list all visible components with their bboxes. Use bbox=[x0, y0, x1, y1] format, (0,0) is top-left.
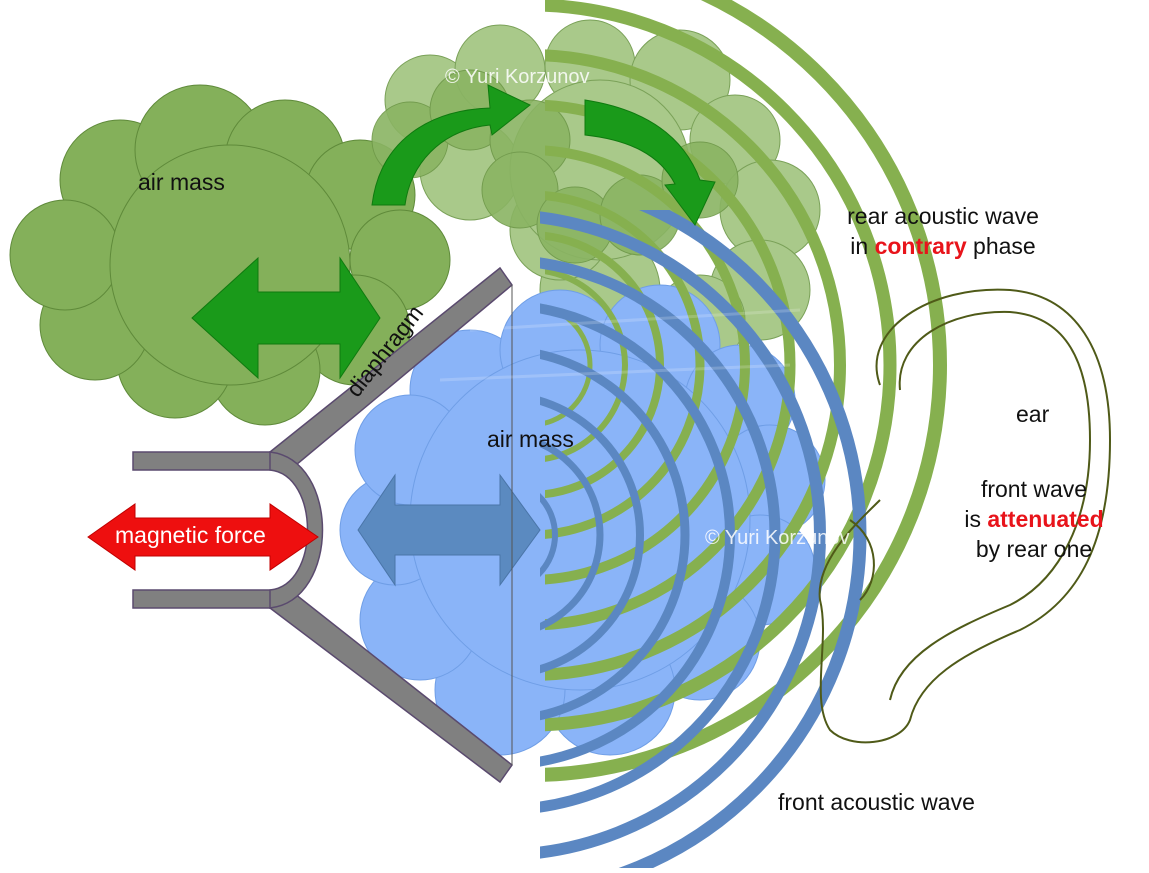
watermark-middle: © Yuri Korzunov bbox=[705, 527, 850, 549]
rear-air-mass-arrow bbox=[191, 256, 381, 380]
rear-air-mass-label: air mass bbox=[138, 169, 225, 195]
rear-air-mass-cloud bbox=[9, 84, 451, 426]
ear-outline bbox=[818, 288, 1112, 744]
front-wave-highlight: attenuated bbox=[987, 505, 1104, 532]
front-wave-prefix: is bbox=[964, 505, 981, 532]
front-air-mass-label: air mass bbox=[487, 426, 574, 452]
rear-wave-line2: in contrary phase bbox=[828, 232, 1058, 262]
front-wave-line3: by rear one bbox=[975, 535, 1093, 562]
magnetic-force-label: magnetic force bbox=[115, 522, 266, 548]
ear-label: ear bbox=[1016, 401, 1050, 427]
watermark-logo bbox=[439, 308, 801, 382]
front-acoustic-wave-label: front acoustic wave bbox=[778, 789, 975, 815]
rear-wave-highlight: contrary bbox=[874, 232, 967, 259]
front-air-mass-arrow bbox=[357, 473, 541, 587]
speaker-diaphragm bbox=[132, 266, 514, 784]
magnetic-force-arrow bbox=[87, 503, 319, 571]
rear-wave-label: rear acoustic wave in contrary phase bbox=[828, 202, 1058, 262]
watermark-top: © Yuri Korzunov bbox=[445, 66, 590, 88]
front-wave-line2: is attenuated bbox=[944, 505, 1124, 535]
front-wave-line1: front wave bbox=[980, 476, 1088, 502]
front-wave-attenuation-label: front wave is attenuated by rear one bbox=[944, 475, 1124, 565]
rear-wave-suffix: phase bbox=[973, 232, 1036, 259]
rear-wave-line1: rear acoustic wave bbox=[847, 203, 1039, 229]
rear-wave-prefix: in bbox=[850, 232, 869, 259]
rear-air-flow-arrow bbox=[371, 84, 716, 226]
front-acoustic-waves bbox=[540, 210, 867, 868]
